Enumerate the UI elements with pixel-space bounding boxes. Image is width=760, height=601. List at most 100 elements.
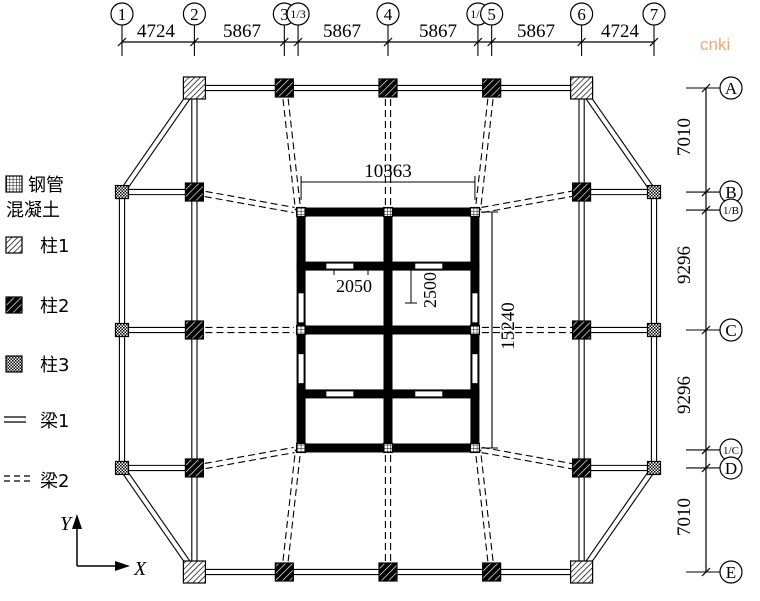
column <box>184 320 205 340</box>
column <box>114 184 130 200</box>
column <box>571 458 592 478</box>
top-dim-4: 5867 <box>419 21 457 42</box>
column <box>646 322 662 338</box>
column <box>382 442 394 454</box>
column <box>569 76 594 100</box>
beam-1-line <box>583 86 657 191</box>
row-bubble <box>719 76 743 100</box>
core-walls <box>296 207 480 453</box>
legend-label-column-1: 柱1 <box>40 236 69 257</box>
column-bubble-label: 7 <box>650 5 659 24</box>
column <box>274 562 294 582</box>
column <box>469 206 481 218</box>
column <box>295 324 307 336</box>
top-dim-slash <box>577 37 587 47</box>
column <box>184 182 205 202</box>
beam-2-line <box>193 194 294 214</box>
right-dim-slash <box>701 187 711 197</box>
column <box>646 460 662 476</box>
beam-1-line <box>579 466 653 571</box>
legend: 钢管 混凝土 柱1 柱2 柱3 梁1 梁2 <box>4 175 69 492</box>
column <box>378 562 398 582</box>
wall-opening <box>414 390 444 398</box>
top-dim-slash <box>279 37 289 47</box>
opening-width-dim: 2050 <box>336 276 372 296</box>
column-bubble-label: 2 <box>190 5 199 24</box>
column <box>482 78 502 98</box>
legend-symbol-column-3 <box>5 355 23 373</box>
legend-label-beam-2: 梁2 <box>40 471 69 492</box>
wall-opening <box>325 390 355 398</box>
column <box>295 442 307 454</box>
beam-1-line <box>119 469 193 574</box>
core-wall <box>296 325 480 335</box>
beam-2-line <box>281 88 297 211</box>
column <box>274 78 294 98</box>
wall-opening <box>297 353 305 385</box>
column-bubble-label: 1/3 <box>290 7 305 21</box>
row-bubble-label: C <box>725 321 736 340</box>
top-dim-slash <box>487 37 497 47</box>
legend-symbol-steel-tube <box>5 175 23 193</box>
top-dim-2: 5867 <box>223 21 261 42</box>
row-bubble-label: B <box>725 183 736 202</box>
right-dim-slash <box>701 567 711 577</box>
legend-label-concrete: 混凝土 <box>6 200 60 221</box>
right-dim-3: 9296 <box>674 376 695 414</box>
beam-2-line <box>479 449 495 572</box>
beam-2-line <box>479 88 495 211</box>
top-dim-slash <box>383 37 393 47</box>
beam-2-line <box>474 87 490 210</box>
beam-2-line <box>474 450 490 573</box>
column-bubble-label: 4 <box>384 5 393 24</box>
column-bubble <box>642 2 666 26</box>
column <box>646 184 662 200</box>
right-dim-1: 7010 <box>674 118 695 156</box>
column <box>571 182 592 202</box>
right-dim-slash <box>701 325 711 335</box>
right-dim-slash <box>701 445 711 455</box>
beam-1-line <box>583 469 657 574</box>
right-dim-slash <box>701 83 711 93</box>
legend-symbol-beam-1 <box>4 416 26 423</box>
watermark: cnki <box>700 35 730 54</box>
row-bubble <box>719 456 743 480</box>
legend-label-steel-tube: 钢管 <box>28 175 64 196</box>
opening-height-dim: 2500 <box>420 272 440 308</box>
column-bubble-label: 6 <box>577 5 586 24</box>
beam-1-line <box>123 466 197 571</box>
core-wall <box>296 389 480 399</box>
row-bubble <box>719 560 743 584</box>
beam-2-line <box>286 450 302 573</box>
row-bubble <box>719 318 743 342</box>
column-bubble <box>110 2 134 26</box>
beam-2-line <box>194 188 295 209</box>
column <box>182 560 207 584</box>
top-dim-6: 4724 <box>601 21 640 42</box>
column <box>184 458 205 478</box>
column-bubble <box>286 2 310 26</box>
row-bubble-label: 1/B <box>723 205 739 217</box>
column <box>114 322 130 338</box>
column-bubble <box>569 2 594 26</box>
column <box>482 562 502 582</box>
beam-2-line <box>286 87 302 210</box>
wall-opening <box>471 292 479 324</box>
row-bubble-label: D <box>725 459 737 478</box>
column <box>569 560 594 584</box>
column <box>295 206 307 218</box>
row-bubble-label: A <box>725 79 738 98</box>
x-axis-label: X <box>133 558 147 580</box>
column-bubble <box>376 2 400 26</box>
legend-label-column-2: 柱2 <box>40 296 69 317</box>
column <box>469 324 481 336</box>
xy-axes-indicator: Y X <box>60 513 147 580</box>
core-wall <box>296 261 480 271</box>
right-dim-2: 9296 <box>674 246 695 284</box>
legend-symbol-column-1 <box>5 236 23 254</box>
top-dim-slash <box>189 37 199 47</box>
dimension-lines <box>117 24 720 577</box>
column-bubble <box>480 2 504 26</box>
beam-2-line <box>481 188 582 209</box>
